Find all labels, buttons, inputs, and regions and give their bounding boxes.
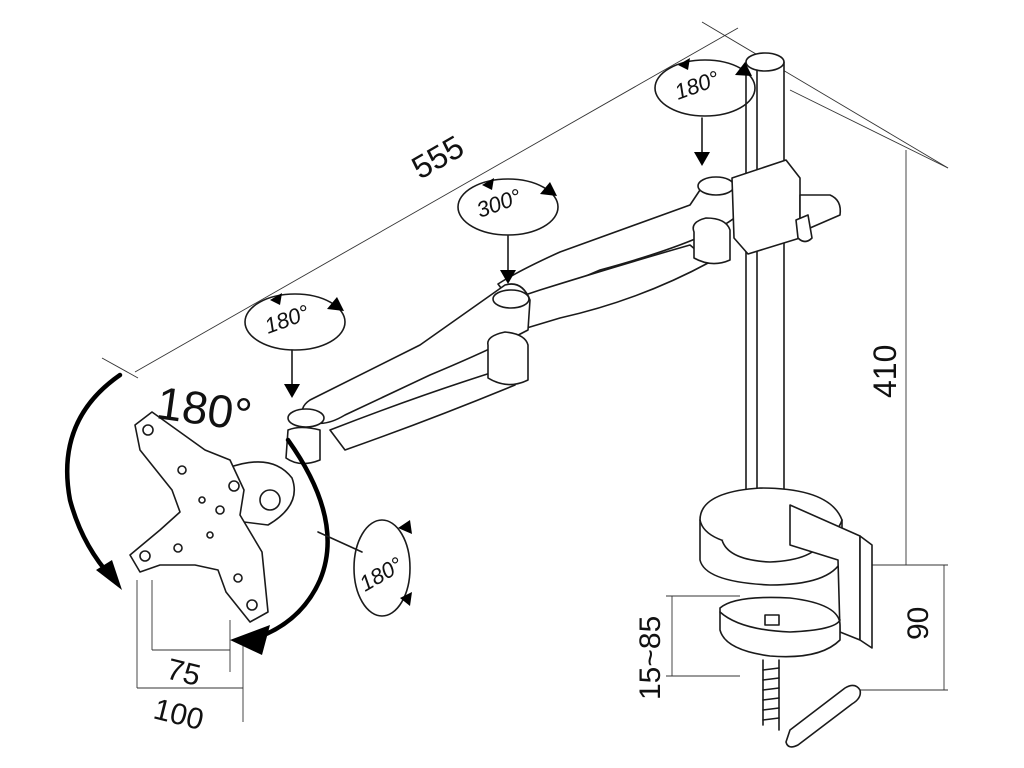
vesa-100-label: 100 <box>150 693 207 737</box>
rotation-arcs <box>65 372 330 655</box>
vesa-plate <box>129 411 296 623</box>
length-dimension-label: 555 <box>406 128 470 186</box>
clamp-height-label: 90 <box>902 607 935 640</box>
desk-clamp <box>699 487 873 748</box>
front-joint-rotation-label: 180° <box>261 300 313 339</box>
height-dimension-label: 410 <box>867 345 903 398</box>
dimension-lines <box>101 21 949 722</box>
tilt-rotation-label: 180° <box>355 552 407 597</box>
top-joint-rotation-label: 180° <box>671 66 723 105</box>
rotation-marker-front <box>244 293 346 398</box>
desk-thickness-label: 15~85 <box>634 616 667 700</box>
vesa-75-label: 75 <box>163 653 203 693</box>
rotation-marker-tilt <box>317 519 412 617</box>
rotation-marker-top <box>654 58 756 166</box>
rotation-marker-middle <box>457 178 559 284</box>
middle-joint-rotation-label: 300° <box>473 184 525 223</box>
arm-segments <box>285 159 842 465</box>
